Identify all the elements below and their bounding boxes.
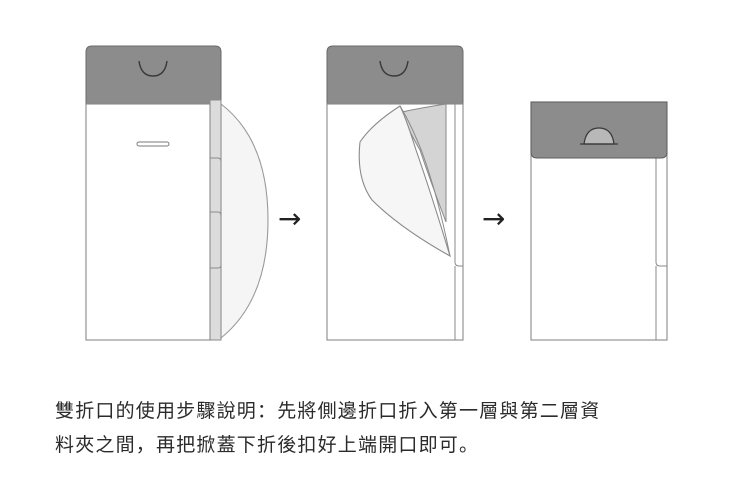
step-2-right-edge bbox=[454, 104, 463, 340]
instruction-caption: 雙折口的使用步驟說明：先將側邊折口折入第一層與第二層資 料夾之間，再把掀蓋下折後… bbox=[55, 394, 715, 462]
step-1-side-fold bbox=[220, 102, 269, 340]
step-2-folder bbox=[326, 45, 464, 341]
step-3-right-edge bbox=[655, 158, 667, 340]
step-1-folder bbox=[85, 45, 269, 341]
step-1-flap-notch bbox=[138, 60, 168, 77]
step-2-sheet-curl bbox=[399, 105, 451, 257]
step-1-slot bbox=[136, 141, 170, 147]
step-3-clasp bbox=[583, 127, 615, 145]
step-2-flap-notch bbox=[379, 60, 409, 77]
folding-steps-diagram: → → bbox=[85, 45, 668, 341]
caption-line-1: 雙折口的使用步驟說明：先將側邊折口折入第一層與第二層資 bbox=[55, 400, 601, 422]
step-1-top-flap bbox=[85, 45, 222, 105]
arrow-1: → bbox=[278, 202, 301, 235]
step-1-front-panel bbox=[85, 103, 211, 341]
step-1-tab-edge bbox=[210, 157, 222, 269]
caption-line-2: 料夾之間，再把掀蓋下折後扣好上端開口即可。 bbox=[55, 434, 480, 456]
step-3-folder bbox=[530, 101, 668, 341]
arrow-2: → bbox=[482, 202, 505, 235]
step-1-back-strip bbox=[209, 99, 222, 341]
step-2-top-flap bbox=[326, 45, 464, 105]
